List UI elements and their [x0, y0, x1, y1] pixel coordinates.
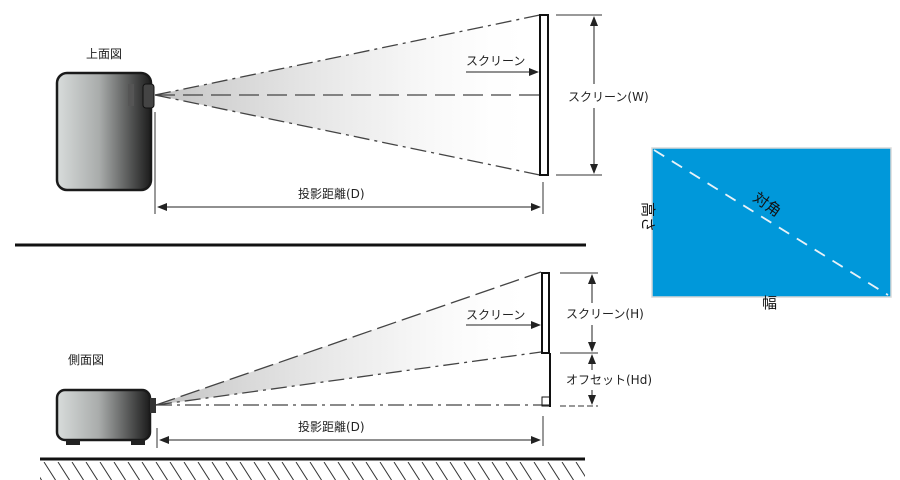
screen-side [541, 272, 550, 354]
screen-pointer-label: スクリーン [466, 54, 525, 68]
screen-width-label: スクリーン(W) [568, 90, 649, 104]
foot-icon [66, 440, 80, 445]
distance-label: 投影距離(D) [298, 186, 365, 201]
light-beam [155, 15, 540, 175]
offset-label: オフセット(Hd) [566, 373, 652, 387]
screen-size-diagram: 対角 高さ 幅 [639, 147, 892, 312]
screen-pointer-label: スクリーン [466, 308, 525, 322]
floor-hatch [40, 460, 585, 480]
side-view-title: 側面図 [68, 353, 104, 367]
side-view: 側面図 スクリーン スクリーン(H) オフセット(Hd) 投影距離(D) [40, 271, 652, 480]
beam-edge-bottom [154, 94, 541, 176]
vent-icon [128, 84, 134, 106]
beam-edge-top [154, 14, 541, 96]
right-angle-mark [541, 396, 551, 407]
screen-top [539, 14, 549, 176]
diagonal-line [653, 149, 889, 296]
beam-edge-top [155, 271, 542, 406]
projector-top-icon [55, 71, 153, 192]
top-view: 上面図 スクリーン スクリーン(W) 投影距離(D) [55, 14, 649, 214]
foot-icon [131, 440, 145, 445]
height-label: 高さ [639, 202, 657, 232]
beam-edge-bottom [155, 351, 542, 406]
distance-label: 投影距離(D) [298, 419, 365, 434]
projector-side-icon [55, 388, 152, 442]
top-view-title: 上面図 [86, 47, 122, 61]
width-label: 幅 [762, 294, 777, 312]
screen-height-label: スクリーン(H) [566, 307, 644, 321]
lens-icon [142, 83, 155, 109]
lens-icon [150, 398, 156, 413]
